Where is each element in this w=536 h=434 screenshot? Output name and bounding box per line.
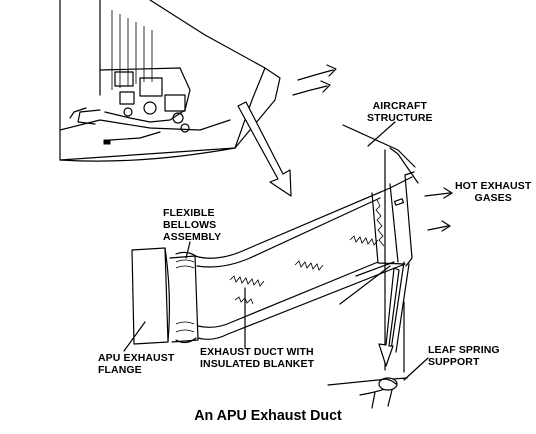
exhaust-duct xyxy=(131,171,415,353)
label-hot-exhaust-gases: HOT EXHAUST GASES xyxy=(455,180,531,204)
label-line: AIRCRAFT xyxy=(372,100,428,112)
label-exhaust-duct: EXHAUST DUCT WITH INSULATED BLANKET xyxy=(200,346,314,370)
label-line: SUPPORT xyxy=(428,356,480,368)
down-arrow-upper xyxy=(237,101,292,197)
label-line: EXHAUST DUCT WITH xyxy=(200,346,314,358)
exhaust-flow-arrows-upper xyxy=(292,64,337,96)
label-line: FLEXIBLE xyxy=(163,207,215,219)
down-arrow-lower xyxy=(378,267,400,367)
figure-caption: An APU Exhaust Duct xyxy=(194,407,342,424)
label-leaf-spring-support: LEAF SPRING SUPPORT xyxy=(428,344,500,368)
label-line: ASSEMBLY xyxy=(163,231,222,243)
label-line: BELLOWS xyxy=(163,219,217,231)
leader-lines xyxy=(123,121,429,381)
label-aircraft-structure: AIRCRAFT STRUCTURE xyxy=(367,100,433,124)
apu-assembly xyxy=(59,0,281,162)
aircraft-structure xyxy=(339,124,419,373)
label-line: STRUCTURE xyxy=(367,112,433,124)
exhaust-flow-arrows-outlet xyxy=(424,187,453,232)
leaf-spring-support xyxy=(327,377,408,409)
label-line: GASES xyxy=(474,192,512,204)
label-line: INSULATED BLANKET xyxy=(200,358,315,370)
label-line: APU EXHAUST xyxy=(98,352,175,364)
label-line: FLANGE xyxy=(98,364,142,376)
label-line: HOT EXHAUST xyxy=(455,180,532,192)
label-line: LEAF SPRING xyxy=(428,344,500,356)
label-flexible-bellows: FLEXIBLE BELLOWS ASSEMBLY xyxy=(163,207,221,243)
label-apu-exhaust-flange: APU EXHAUST FLANGE xyxy=(98,352,174,376)
